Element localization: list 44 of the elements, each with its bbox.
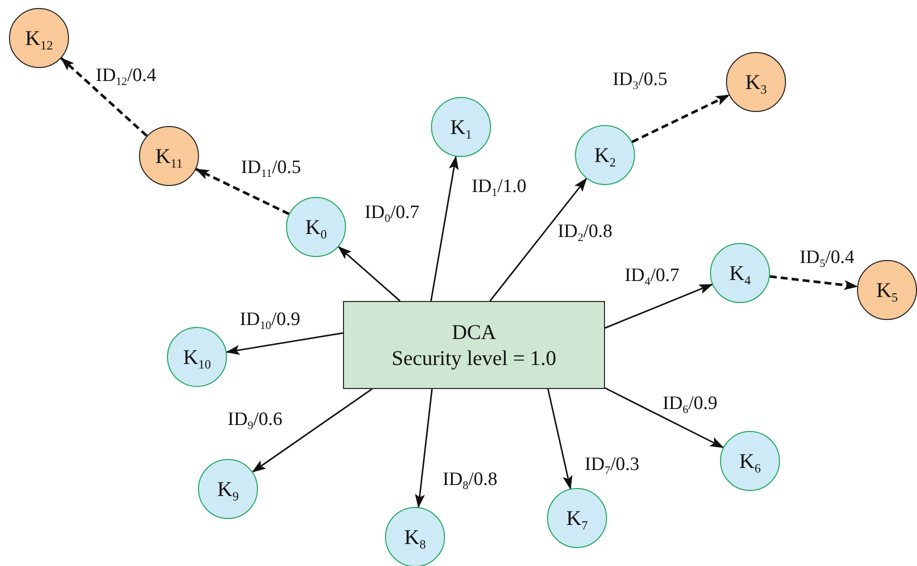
edge-label: ID$_{7}$/0.3 <box>584 454 640 476</box>
edge-label: ID$_{3}$/0.5 <box>612 69 668 91</box>
arrow <box>338 246 400 302</box>
arrow <box>770 275 858 290</box>
arrow <box>430 156 459 302</box>
arrow <box>602 386 724 448</box>
edge-label: ID$_{8}$/0.8 <box>442 469 498 491</box>
edge-label: ID$_{2}$/0.8 <box>556 221 614 243</box>
edge-label: ID$_{6}$/0.9 <box>662 393 718 415</box>
edge-label: ID$_{4}$/0.7 <box>624 265 680 287</box>
node-label: K$_{9}$ <box>217 476 239 502</box>
node-label: K$_{12}$ <box>25 26 53 50</box>
arrow <box>226 332 344 355</box>
node-label: Security level = 1.0 <box>392 345 556 372</box>
node-label: DCA <box>452 318 496 345</box>
edge-label: ID$_{11}$/0.5 <box>240 157 302 179</box>
edge-label: ID$_{10}$/0.9 <box>238 309 302 331</box>
node-label: K$_{0}$ <box>305 214 327 240</box>
key-circle <box>575 125 635 185</box>
key-circle <box>286 197 346 257</box>
node-label: K$_{5}$ <box>876 278 898 302</box>
node-label: K$_{4}$ <box>729 260 751 286</box>
node-label: K$_{2}$ <box>594 142 616 168</box>
edge-label: ID$_{5}$/0.4 <box>798 247 856 269</box>
node-label: K$_{3}$ <box>745 70 767 94</box>
node-label: K$_{7}$ <box>566 506 588 530</box>
node-label: K$_{8}$ <box>404 524 426 550</box>
arrow <box>547 388 572 490</box>
edge-label: ID$_{0}$/0.7 <box>364 202 420 224</box>
node-label: K$_{11}$ <box>155 144 183 168</box>
node-label: K$_{10}$ <box>183 344 211 370</box>
edge-label: ID$_{12}$/0.4 <box>94 65 158 87</box>
arrow <box>631 94 730 144</box>
arrow <box>414 388 433 508</box>
arrow <box>489 178 588 302</box>
node-label: K$_{1}$ <box>450 114 472 140</box>
arrow <box>604 284 714 329</box>
arrow <box>60 57 148 137</box>
arrow <box>195 168 290 216</box>
node-label: K$_{6}$ <box>739 448 761 474</box>
edge-label: ID$_{9}$/0.6 <box>226 409 284 431</box>
authority-box <box>343 301 605 389</box>
edge-label: ID$_{1}$/1.0 <box>470 176 528 198</box>
arrow <box>252 388 372 472</box>
